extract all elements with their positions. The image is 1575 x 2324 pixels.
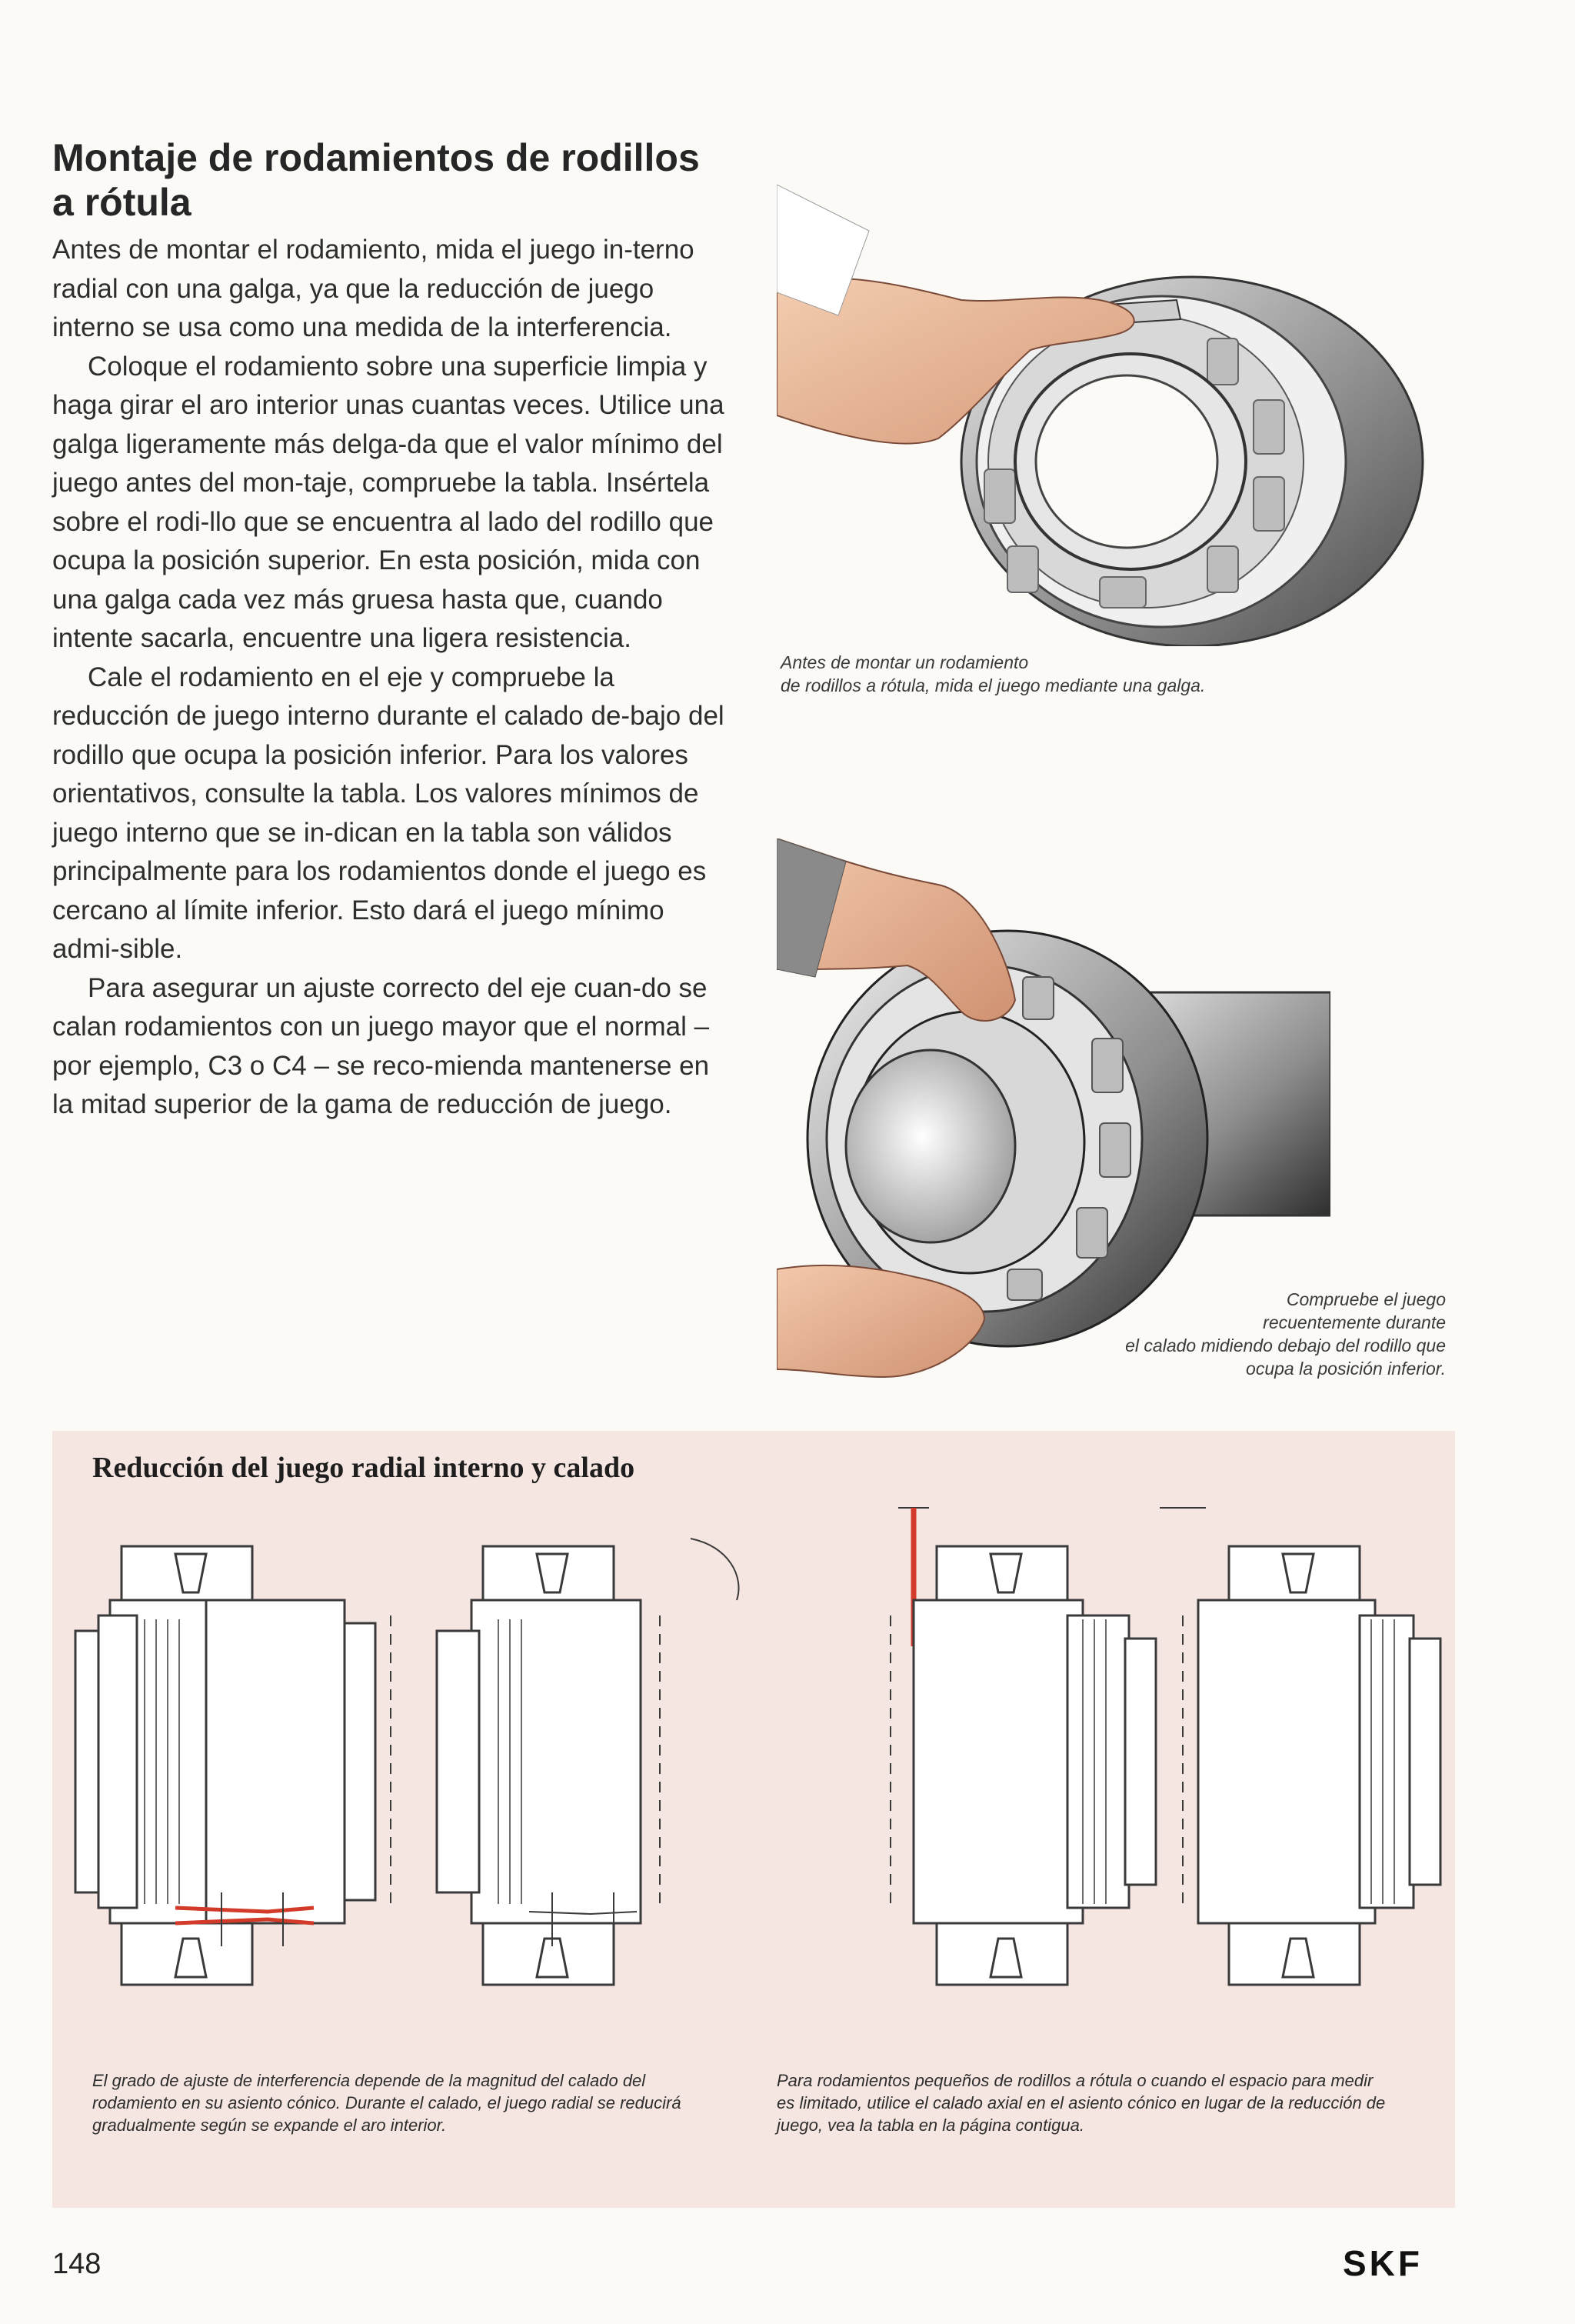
title-line-1: Montaje de rodamientos de rodillos	[52, 136, 700, 179]
caption-mid-line-4: ocupa la posición inferior.	[1246, 1359, 1446, 1379]
page-title: Montaje de rodamientos de rodillos a rót…	[52, 135, 744, 225]
caption-mid-line-1: Compruebe el juego	[1286, 1289, 1446, 1309]
panel-title: Reducción del juego radial interno y cal…	[92, 1452, 635, 1484]
caption-mid-line-3: el calado midiendo debajo del rodillo qu…	[1125, 1335, 1446, 1355]
caption-top-line-1: Antes de montar un rodamiento	[781, 652, 1029, 672]
diagram-sleeve-after	[435, 1538, 740, 1986]
panel-caption-right: Para rodamientos pequeños de rodillos a …	[777, 2071, 1386, 2135]
diagram-axial-before	[890, 1507, 1157, 1986]
diagram-axial-after	[1160, 1507, 1442, 1986]
bearing-gauge-photo	[777, 185, 1438, 646]
photo-2-caption: Compruebe el juego recuentemente durante…	[1125, 1288, 1446, 1380]
paragraph-3: Cale el rodamiento en el eje y compruebe…	[52, 662, 724, 965]
page-number: 148	[52, 2248, 102, 2280]
paragraph-1: Antes de montar el rodamiento, mida el j…	[52, 235, 694, 342]
brand-text: SKF	[1343, 2243, 1423, 2282]
caption-top-line-2: de rodillos a rótula, mida el juego medi…	[781, 675, 1206, 695]
bearing-diagrams	[74, 1507, 1442, 1986]
paragraph-4: Para asegurar un ajuste correcto del eje…	[52, 972, 710, 1120]
paragraph-2: Coloque el rodamiento sobre una superfic…	[52, 351, 724, 654]
bearing-shaft-photo	[777, 839, 1330, 1392]
skf-logo: SKF	[1343, 2243, 1423, 2282]
photo-1-caption: Antes de montar un rodamiento de rodillo…	[781, 651, 1205, 697]
panel-caption-left: El grado de ajuste de interferencia depe…	[92, 2071, 681, 2135]
body-text: Antes de montar el rodamiento, mida el j…	[52, 231, 731, 1125]
title-line-2: a rótula	[52, 181, 191, 224]
diagram-sleeve-before	[74, 1545, 391, 1986]
caption-mid-line-2: recuentemente durante	[1263, 1312, 1446, 1332]
